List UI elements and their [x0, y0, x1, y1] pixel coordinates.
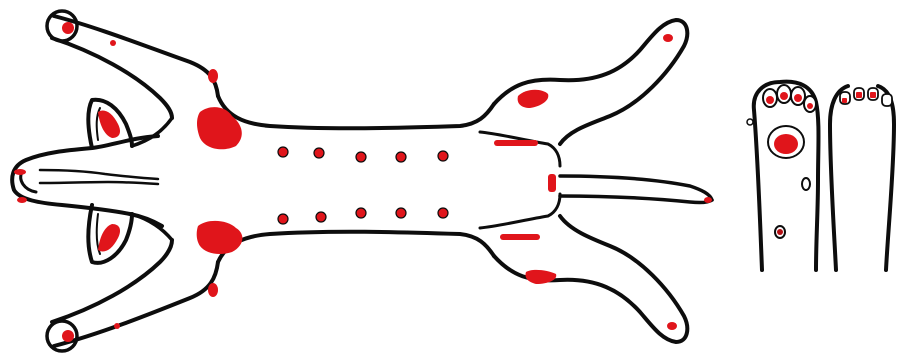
lesion-muzzle-bottom	[17, 197, 27, 203]
neck-top	[132, 118, 172, 146]
lesion-ear-top	[98, 111, 120, 139]
nipple-bottom-2	[316, 212, 326, 222]
toe-lesion-2	[780, 92, 788, 100]
nipple-top-5	[438, 151, 448, 161]
nipple-markers	[278, 147, 448, 224]
toe-lesion-3	[794, 94, 802, 102]
toe-lesion-4	[807, 103, 813, 109]
front-leg-bottom-lower	[52, 240, 172, 322]
neck-bottom	[132, 214, 172, 240]
paw-plantar-small-pads	[775, 178, 810, 238]
hind-leg-bottom-inner	[480, 194, 560, 228]
lesion-ear-bottom	[98, 224, 120, 252]
nipple-bottom-1	[278, 214, 288, 224]
paw-dorsal-outline	[830, 86, 894, 270]
nipple-bottom-3	[356, 208, 366, 218]
lesion-paw-front-bottom	[62, 330, 74, 342]
lesion-muzzle-top	[14, 169, 26, 175]
lesion-axilla-bottom	[197, 221, 243, 254]
torso-top	[218, 96, 494, 128]
front-leg-bottom-upper	[54, 262, 218, 346]
dorsal-lesion-2	[870, 92, 876, 98]
paw-side-mark	[747, 119, 753, 125]
carpal-lesion	[777, 229, 783, 235]
nipple-row-bottom	[278, 208, 448, 224]
lesion-thigh-stripe-bottom	[500, 234, 540, 240]
dorsal-lesion-1	[856, 92, 862, 98]
dorsal-toe-4	[882, 94, 892, 106]
muzzle-line-lower	[40, 182, 158, 184]
paw-detail-dorsal	[830, 86, 894, 270]
nipple-top-2	[314, 148, 324, 158]
lesion-paw-front-top	[62, 22, 74, 34]
carpal-pad	[802, 178, 810, 190]
nipple-row-top	[278, 147, 448, 162]
hind-leg-top-upper	[494, 20, 687, 144]
lesion-toe-hind-top	[663, 34, 673, 42]
lesion-flank-top	[518, 90, 549, 108]
lesion-elbow-top	[208, 69, 218, 83]
nipple-bottom-4	[396, 208, 406, 218]
tail-lower	[560, 196, 712, 203]
toe-lesion-1	[766, 96, 774, 104]
lesion-tail-base	[548, 174, 556, 192]
hind-leg-top-inner	[480, 132, 560, 166]
nipple-top-4	[396, 152, 406, 162]
muzzle-line-upper	[40, 170, 158, 179]
dorsal-lesion-3	[842, 98, 847, 103]
lesion-elbow-bottom	[208, 283, 218, 297]
head-outline	[12, 136, 162, 226]
chin-curve	[21, 172, 36, 192]
paw-detail-plantar	[747, 82, 819, 270]
metacarpal-lesion	[774, 134, 798, 154]
nipple-top-3	[356, 152, 366, 162]
lesion-tail-tip	[704, 197, 712, 203]
torso-bottom	[218, 232, 494, 262]
lesion-foreleg-bottom-small	[114, 323, 120, 329]
body-outline	[12, 11, 712, 351]
nipple-bottom-5	[438, 208, 448, 218]
lesion-axilla-top	[197, 107, 242, 149]
lesion-thigh-stripe-top	[494, 140, 538, 146]
nipple-top-1	[278, 147, 288, 157]
lesion-toe-hind-bottom	[667, 322, 677, 330]
lesion-foreleg-top-small	[110, 40, 116, 46]
